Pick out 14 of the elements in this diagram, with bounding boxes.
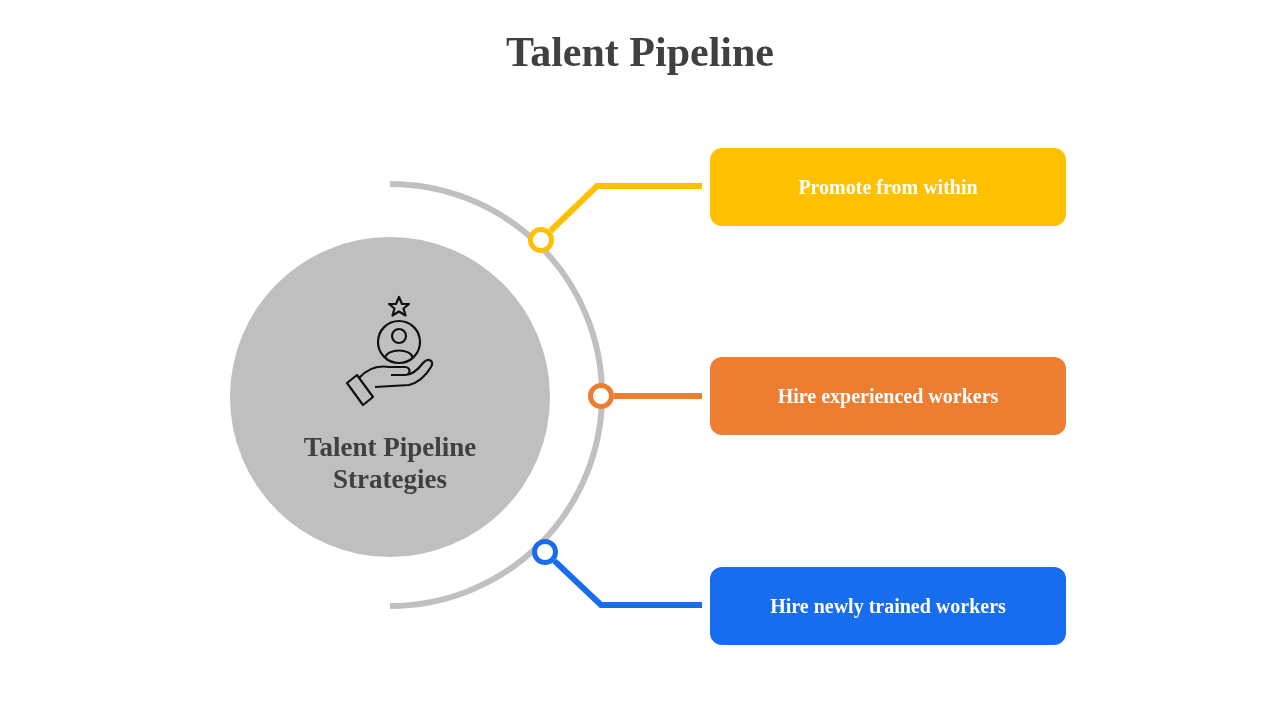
strategy-label: Promote from within: [797, 175, 979, 199]
strategy-label: Hire newly trained workers: [769, 594, 1007, 618]
strategy-box: [710, 148, 1066, 226]
strategy-label: Hire experienced workers: [776, 384, 1000, 408]
ring-marker: [528, 227, 554, 253]
strategy-box: [710, 357, 1066, 435]
strategy-box: [710, 567, 1066, 645]
title: Talent Pipeline: [505, 28, 775, 76]
connector-line: [548, 183, 702, 234]
ring-marker: [588, 383, 614, 409]
connector-line: [614, 393, 702, 399]
connector-line: [552, 558, 702, 608]
circle-label: Talent Pipeline Strategies: [302, 431, 478, 495]
ring-marker: [532, 539, 558, 565]
